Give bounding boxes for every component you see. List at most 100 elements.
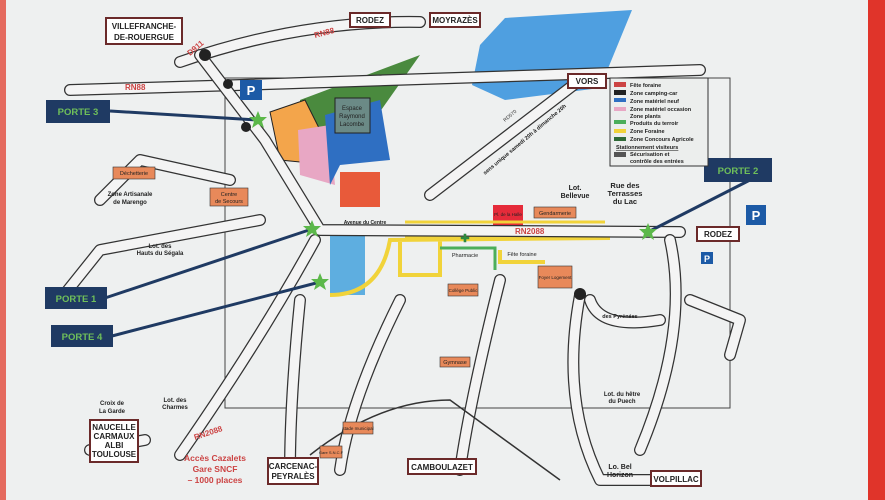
svg-text:Croix de: Croix de: [100, 401, 125, 407]
svg-text:CAMBOULAZET: CAMBOULAZET: [411, 463, 473, 472]
frame-right: [868, 0, 885, 500]
svg-text:Fête foraine: Fête foraine: [507, 252, 536, 258]
pharmacy-cross-icon: ✚: [460, 233, 469, 245]
svg-text:Bellevue: Bellevue: [561, 193, 590, 200]
legend: Fête foraine Zone camping-car Zone matér…: [609, 77, 709, 167]
svg-text:Sécurisation et: Sécurisation et: [630, 152, 670, 158]
svg-text:Lacombe: Lacombe: [340, 122, 365, 128]
svg-text:Lot. des: Lot. des: [163, 398, 187, 404]
svg-text:VORS: VORS: [576, 77, 599, 86]
svg-text:DE-ROUERGUE: DE-ROUERGUE: [114, 33, 175, 42]
sign-volpillac: VOLPILLAC: [650, 470, 702, 487]
roundabout-puech: [574, 288, 586, 300]
svg-text:Centre: Centre: [221, 192, 238, 198]
svg-text:Lot. du hêtre: Lot. du hêtre: [604, 392, 641, 398]
svg-text:Zone Artisanale: Zone Artisanale: [108, 192, 153, 198]
zone-parking-blue: [330, 235, 365, 295]
roundabout-south: [241, 122, 251, 132]
gate-star-icons: [249, 111, 657, 290]
sign-vors: VORS: [567, 73, 607, 89]
svg-text:Foyer Logement: Foyer Logement: [539, 275, 573, 280]
gate-porte-1: PORTE 1: [45, 287, 107, 309]
svg-text:PORTE 2: PORTE 2: [718, 166, 759, 177]
svg-text:– 1000 places: – 1000 places: [188, 475, 243, 485]
gate-porte-4: PORTE 4: [51, 325, 113, 347]
svg-text:Gymnase: Gymnase: [443, 360, 467, 366]
svg-text:P: P: [247, 83, 256, 98]
svg-text:Charmes: Charmes: [162, 405, 188, 411]
svg-text:Terrasses: Terrasses: [608, 189, 643, 198]
frame-left: [0, 0, 6, 500]
svg-text:PORTE 3: PORTE 3: [58, 107, 99, 118]
svg-text:La Garde: La Garde: [99, 409, 126, 415]
svg-text:P: P: [752, 208, 761, 223]
svg-text:Fête foraine: Fête foraine: [630, 83, 661, 89]
svg-text:VOLPILLAC: VOLPILLAC: [653, 475, 699, 484]
svg-text:contrôle des entrées: contrôle des entrées: [630, 159, 684, 165]
gate-porte-3: PORTE 3: [46, 100, 110, 123]
svg-text:Horizon: Horizon: [607, 472, 633, 479]
svg-text:Accès Cazalets: Accès Cazalets: [184, 453, 246, 463]
svg-text:Rue des: Rue des: [610, 181, 639, 190]
parking-icon: P: [240, 80, 262, 100]
svg-text:PEYRALÈS: PEYRALÈS: [271, 472, 315, 481]
svg-text:CARCENAC-: CARCENAC-: [269, 462, 318, 471]
svg-text:Pl. de la Halle: Pl. de la Halle: [494, 212, 522, 217]
zone-foraine-outline: [329, 236, 611, 297]
parking-icon: P: [701, 252, 713, 264]
zone-plants: [440, 246, 497, 270]
svg-text:Collège Public: Collège Public: [449, 288, 479, 293]
sign-rodez-east: RODEZ: [696, 226, 740, 242]
zone-materiel-occasion: [298, 125, 335, 185]
svg-text:Zone camping-car: Zone camping-car: [630, 91, 678, 97]
svg-text:MOYRAZÈS: MOYRAZÈS: [432, 16, 478, 25]
svg-text:Lot.: Lot.: [569, 185, 582, 192]
svg-text:de Marengo: de Marengo: [113, 200, 147, 206]
svg-text:des Pyrénées: des Pyrénées: [602, 314, 637, 320]
svg-text:Zone Concours Agricole: Zone Concours Agricole: [630, 137, 694, 143]
svg-text:stade municipal: stade municipal: [342, 426, 373, 431]
svg-text:Déchetterie: Déchetterie: [120, 171, 148, 177]
svg-text:Zone matériel occasion: Zone matériel occasion: [630, 107, 692, 113]
svg-text:RODEZ: RODEZ: [704, 230, 732, 239]
sign-camboulazet: CAMBOULAZET: [407, 458, 477, 475]
svg-text:NAUCELLE: NAUCELLE: [92, 423, 136, 432]
svg-text:Gendarmerie: Gendarmerie: [539, 211, 571, 217]
svg-text:Lot. des: Lot. des: [148, 244, 172, 250]
svg-text:Pharmacie: Pharmacie: [452, 253, 478, 259]
svg-text:du Puech: du Puech: [608, 399, 635, 405]
svg-text:ALBI: ALBI: [105, 441, 124, 450]
svg-text:Zone matériel neuf: Zone matériel neuf: [630, 99, 679, 105]
svg-text:du Lac: du Lac: [613, 197, 637, 206]
svg-text:Lo. Bel: Lo. Bel: [608, 464, 631, 471]
sign-carcenac-peyrales: CARCENAC-PEYRALÈS: [267, 457, 319, 485]
svg-text:Stationnement visiteurs: Stationnement visiteurs: [616, 145, 678, 151]
gate-porte-2: PORTE 2: [704, 158, 772, 182]
svg-text:Espace: Espace: [342, 106, 363, 112]
svg-text:VILLEFRANCHE-: VILLEFRANCHE-: [112, 22, 177, 31]
svg-text:Gare SNCF: Gare SNCF: [193, 464, 238, 474]
rn2088-yellow: [405, 220, 605, 240]
sign-villefranche: VILLEFRANCHE- DE-ROUERGUE: [105, 17, 183, 45]
svg-text:Zone Foraine: Zone Foraine: [630, 129, 665, 135]
svg-text:Zone plants: Zone plants: [630, 114, 661, 120]
svg-text:Produits du terroir: Produits du terroir: [630, 121, 679, 127]
svg-text:Avenue du Centre: Avenue du Centre: [344, 220, 387, 226]
espace-raymond-lacombe: Espace Raymond Lacombe: [334, 97, 371, 134]
sign-rodez-north: RODEZ: [349, 12, 391, 28]
road-label-rn88: RN88: [125, 83, 146, 92]
svg-text:Raymond: Raymond: [339, 114, 365, 120]
gate-pointers: [104, 109, 751, 338]
svg-text:de Secours: de Secours: [215, 199, 243, 205]
roundabout-rn88: [223, 79, 233, 89]
road-label-rn2088: RN2088: [515, 227, 545, 236]
svg-text:PORTE 1: PORTE 1: [56, 294, 97, 305]
svg-text:TOULOUSE: TOULOUSE: [92, 450, 137, 459]
svg-text:RODEZ: RODEZ: [356, 16, 384, 25]
place-zone: [340, 172, 380, 207]
